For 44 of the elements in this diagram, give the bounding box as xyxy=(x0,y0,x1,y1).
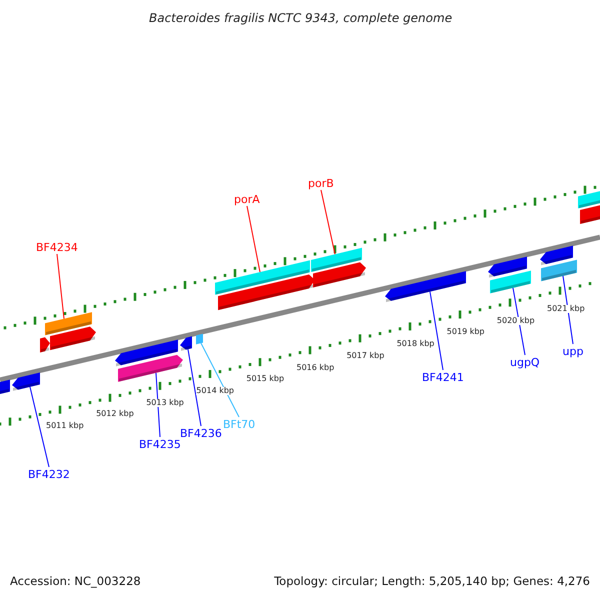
genome-summary: Topology: circular; Length: 5,205,140 bp; Genes: 4,276 xyxy=(274,576,590,588)
gene-label: BF4234 xyxy=(36,242,78,252)
gene-feature xyxy=(118,354,183,382)
gene-feature xyxy=(311,248,362,272)
gene-label: BF4236 xyxy=(180,428,222,438)
gene-label: BFt70 xyxy=(223,418,256,430)
leader-line xyxy=(30,386,50,468)
title: Bacteroides fragilis NCTC 9343, complete genome xyxy=(149,12,452,24)
gene-feature xyxy=(541,260,577,282)
gene-label: BF4241 xyxy=(422,372,464,382)
leader-line xyxy=(246,206,260,273)
scale-label: 5018 kbp xyxy=(396,340,434,348)
gene-feature xyxy=(490,270,531,294)
leader-line xyxy=(512,287,526,356)
leader-line xyxy=(188,348,202,426)
leader-line xyxy=(562,276,574,344)
gene-feature xyxy=(385,271,466,302)
scale-label: 5015 kbp xyxy=(246,375,284,384)
leader-line xyxy=(156,372,160,438)
scale-label: 5016 kbp xyxy=(296,364,334,372)
gene-feature xyxy=(45,312,92,336)
gene-label: BF4235 xyxy=(139,438,181,450)
leader-line xyxy=(56,254,64,320)
gene-label: upp xyxy=(562,346,584,356)
accession-text: Accession: NC_003228 xyxy=(10,576,141,588)
gene-label: ugpQ xyxy=(510,356,540,368)
gene-label: porA xyxy=(234,194,260,204)
gene-feature xyxy=(215,260,310,295)
gene-label: porB xyxy=(308,178,334,188)
gene-feature xyxy=(12,372,40,391)
leader-line xyxy=(200,342,240,418)
scale-label: 5017 kbp xyxy=(346,352,384,360)
gene-feature xyxy=(196,334,203,344)
scale-label: 5020 kbp xyxy=(496,316,535,325)
scale-label: 5019 kbp xyxy=(446,328,484,336)
leader-line xyxy=(320,190,336,255)
gene-feature xyxy=(180,336,192,351)
leader-line xyxy=(430,291,444,370)
scale-label: 5014 kbp xyxy=(196,386,234,395)
gene-label: BF4232 xyxy=(28,468,70,480)
scale-label: 5012 kbp xyxy=(96,410,134,418)
scale-label: 5011 kbp xyxy=(46,422,84,430)
scale-label: 5021 kbp xyxy=(547,305,585,313)
scale-label: 5013 kbp xyxy=(146,398,184,407)
